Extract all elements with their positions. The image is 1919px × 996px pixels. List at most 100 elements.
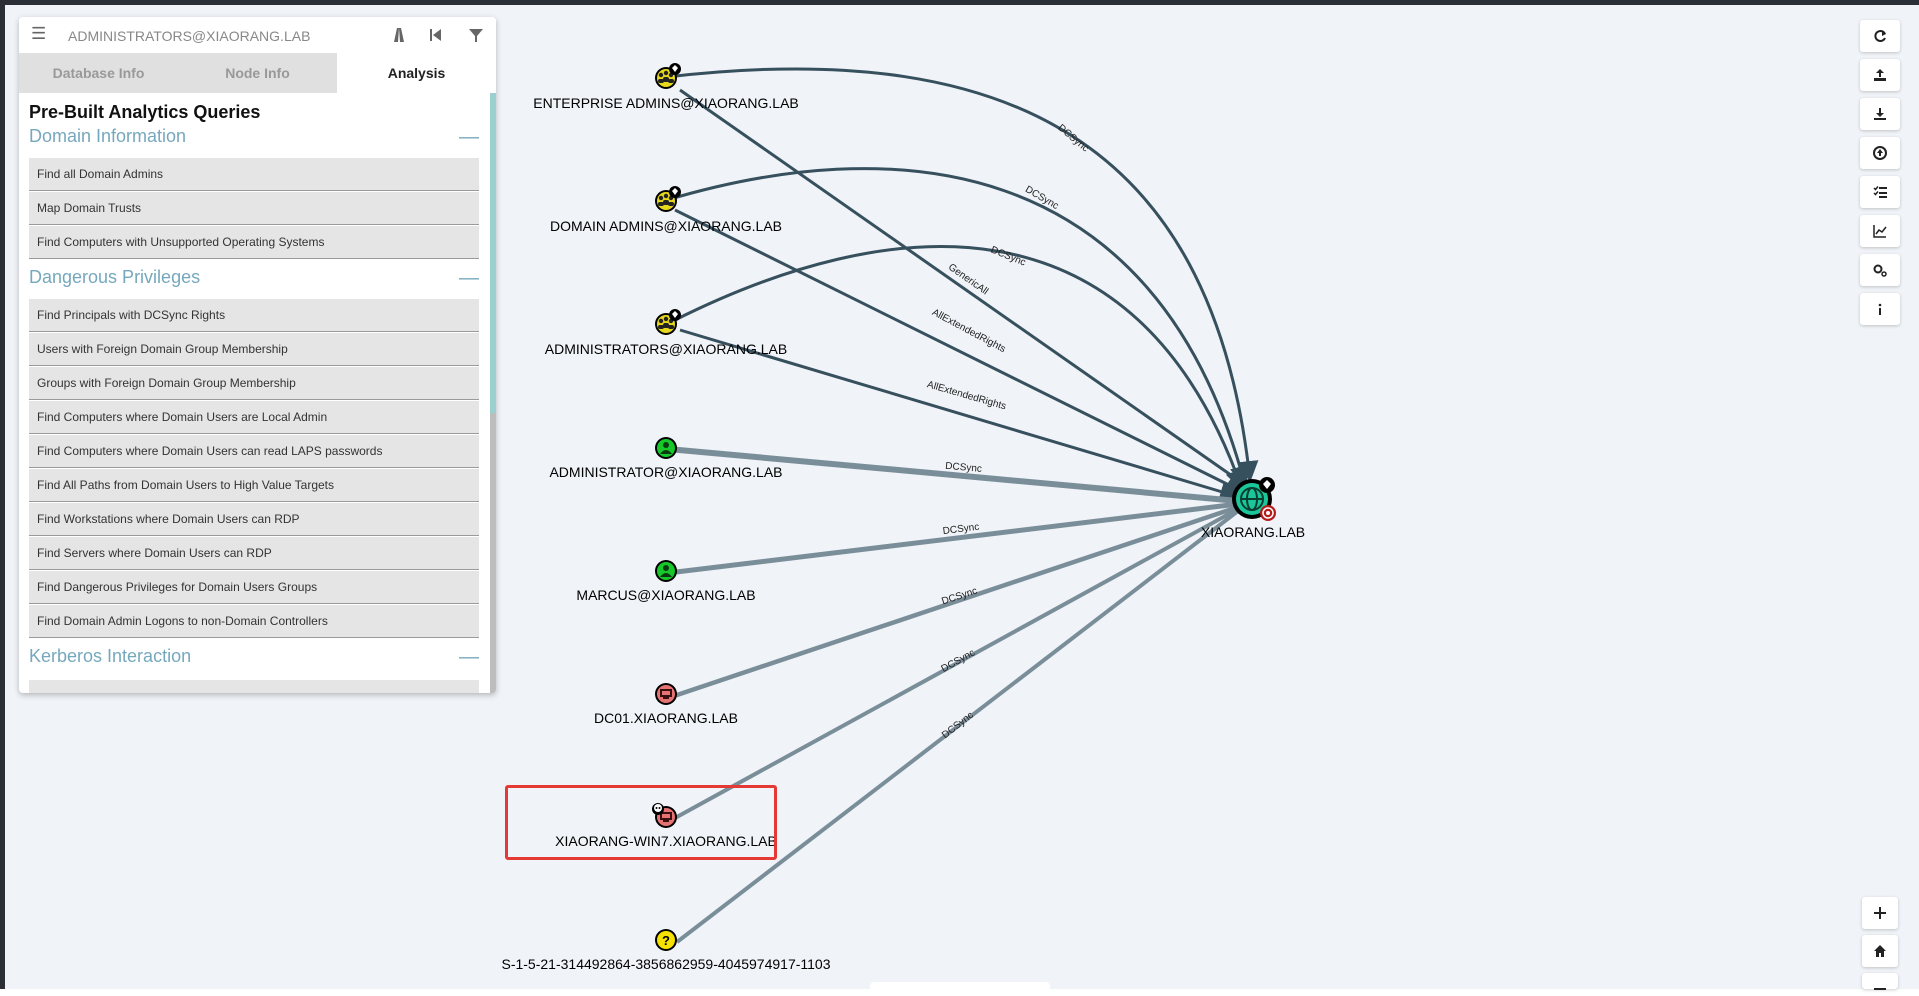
edge-adm-dcsync[interactable] (665, 446, 1241, 504)
bottom-panel-stub (870, 982, 1050, 989)
query-item[interactable]: Find all Domain Admins (29, 158, 479, 191)
query-item[interactable]: Find Workstations where Domain Users can… (29, 503, 479, 536)
search-input[interactable] (66, 24, 390, 48)
section-kerberos-interaction[interactable]: Kerberos Interaction — (29, 646, 479, 672)
query-item[interactable]: Find Servers where Domain Users can RDP (29, 537, 479, 570)
node-sid[interactable]: ? (655, 929, 677, 951)
edge-dc01-dcsync[interactable] (667, 504, 1239, 701)
pathfinding-road-icon[interactable] (390, 26, 408, 44)
computer-icon (660, 812, 672, 822)
download-icon (1874, 108, 1886, 120)
scrollbar-track-lower (490, 413, 496, 693)
query-item[interactable]: Map Domain Trusts (29, 192, 479, 225)
high-value-diamond-icon (669, 309, 681, 321)
edge-label-adm-dcsync: DCSync (945, 461, 983, 475)
section-title: Kerberos Interaction (29, 646, 192, 666)
high-value-diamond-icon (1259, 477, 1275, 493)
edge-label-dc01-dcsync: DCSync (940, 586, 978, 608)
query-item-partial[interactable] (29, 680, 479, 693)
question-mark-icon: ? (662, 933, 670, 948)
edge-marcus-dcsync[interactable] (667, 501, 1239, 576)
search-bar: ☰ (19, 17, 496, 53)
edge-label-adms-dcsync: DCSync (989, 245, 1027, 269)
node-win7[interactable] (652, 803, 677, 828)
chart-button[interactable] (1860, 215, 1900, 247)
edge-adms-dcsync[interactable] (674, 245, 1246, 491)
query-item[interactable]: Find Domain Admin Logons to non-Domain C… (29, 605, 479, 638)
query-list-button[interactable] (1860, 176, 1900, 208)
group-icon (658, 316, 674, 329)
analysis-content[interactable]: Pre-Built Analytics Queries Domain Infor… (19, 93, 489, 693)
hamburger-menu-icon[interactable]: ☰ (31, 24, 47, 43)
edge-da-allextendedrights[interactable] (674, 208, 1247, 495)
query-item[interactable]: Find Principals with DCSync Rights (29, 299, 479, 332)
node-label-domain: XIAORANG.LAB (1201, 524, 1305, 540)
node-domain[interactable] (1232, 477, 1276, 521)
tab-database-info[interactable]: Database Info (19, 53, 178, 93)
tab-node-info[interactable]: Node Info (178, 53, 337, 93)
node-domain-admins[interactable] (655, 186, 681, 212)
refresh-button[interactable] (1860, 20, 1900, 52)
node-enterprise-admins[interactable] (655, 63, 681, 89)
info-button[interactable] (1860, 293, 1900, 325)
scrollbar-thumb[interactable] (490, 93, 496, 413)
zoom-out-icon (1874, 988, 1886, 990)
panel-tabs: Database Info Node Info Analysis (19, 53, 496, 93)
home-button[interactable] (1862, 935, 1898, 967)
query-item[interactable]: Find Dangerous Privileges for Domain Use… (29, 571, 479, 604)
node-dc01[interactable] (655, 683, 677, 705)
search-panel: ☰ Database Info Node Info Analysis Pre-B… (19, 17, 496, 693)
query-item[interactable]: Groups with Foreign Domain Group Members… (29, 367, 479, 400)
node-marcus[interactable] (655, 560, 677, 582)
refresh-icon (1874, 30, 1886, 42)
upload-icon (1874, 69, 1886, 81)
zoom-out-button[interactable] (1862, 973, 1898, 990)
settings-button[interactable] (1860, 254, 1900, 286)
zoom-in-button[interactable] (1862, 897, 1898, 929)
edge-win7-dcsync[interactable] (674, 507, 1239, 820)
node-label-dc01: DC01.XIAORANG.LAB (594, 710, 738, 726)
node-administrators[interactable] (655, 309, 681, 335)
filter-icon[interactable] (467, 26, 485, 44)
query-item[interactable]: Find Computers with Unsupported Operatin… (29, 226, 479, 259)
query-item[interactable]: Find Computers where Domain Users can re… (29, 435, 479, 468)
user-icon (660, 442, 672, 454)
chart-icon (1873, 225, 1887, 238)
download-button[interactable] (1860, 98, 1900, 130)
query-item[interactable]: Find All Paths from Domain Users to High… (29, 469, 479, 502)
tab-analysis[interactable]: Analysis (337, 53, 496, 93)
collapse-icon[interactable]: — (459, 126, 479, 148)
edge-label-win7-dcsync: DCSync (940, 647, 977, 674)
group-icon (658, 193, 674, 206)
edge-ea-genericall[interactable] (679, 88, 1250, 489)
collapse-icon[interactable]: — (459, 646, 479, 668)
zoom-in-icon (1874, 907, 1886, 919)
node-label-administrator: ADMINISTRATOR@XIAORANG.LAB (549, 464, 782, 480)
globe-icon (1240, 487, 1264, 511)
target-icon (1260, 505, 1276, 521)
query-item[interactable]: Find Computers where Domain Users are Lo… (29, 401, 479, 434)
section-domain-information[interactable]: Domain Information — (29, 126, 479, 152)
import-button[interactable] (1860, 137, 1900, 169)
query-item[interactable]: Users with Foreign Domain Group Membersh… (29, 333, 479, 366)
edge-adms-allextendedrights[interactable] (679, 328, 1242, 502)
edge-sid-dcsync[interactable] (675, 509, 1240, 944)
node-label-administrators: ADMINISTRATORS@XIAORANG.LAB (545, 341, 787, 357)
query-list-icon (1873, 186, 1887, 198)
user-icon (660, 565, 672, 577)
upload-button[interactable] (1860, 59, 1900, 91)
edge-ea-dcsync[interactable] (666, 67, 1259, 483)
node-label-enterprise-admins: ENTERPRISE ADMINS@XIAORANG.LAB (533, 95, 799, 111)
edge-label-da-allextendedrights: AllExtendedRights (930, 307, 1007, 355)
graph-svg[interactable]: DCSync GenericAll DCSync AllExtendedRigh… (5, 5, 1919, 989)
import-icon (1873, 146, 1887, 160)
collapse-icon[interactable]: — (459, 267, 479, 289)
section-dangerous-privileges[interactable]: Dangerous Privileges — (29, 267, 479, 293)
back-icon[interactable] (427, 26, 445, 44)
node-label-marcus: MARCUS@XIAORANG.LAB (576, 587, 755, 603)
node-administrator[interactable] (655, 437, 677, 459)
owned-skull-icon (652, 803, 664, 815)
panel-scrollbar[interactable] (490, 93, 496, 693)
edge-da-dcsync[interactable] (666, 167, 1251, 488)
computer-icon (660, 689, 672, 699)
